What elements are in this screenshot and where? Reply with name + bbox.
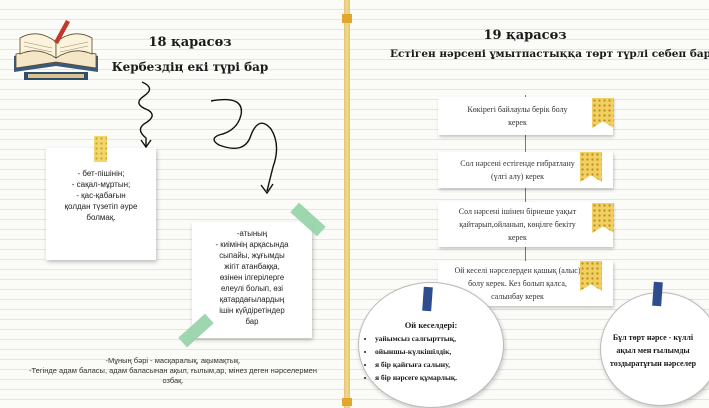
bottom-text-line: -Тегінде адам баласы, адам баласынан ақы…: [29, 366, 317, 375]
note-line: бар: [245, 317, 259, 326]
open-book-icon: [14, 20, 98, 80]
circle-line: ақыл мен ғылымды: [616, 346, 690, 355]
note-line: - қас-қабағын: [76, 191, 126, 200]
list-item: уайымсыз салғырттық,: [375, 332, 503, 345]
note-line: болмақ.: [86, 213, 116, 222]
card-connector-line: [525, 95, 526, 295]
right-page-subtitle: Естіген нәрсені ұмытпастыққа төрт түрлі …: [390, 48, 709, 60]
list-item: я бір қайғыға салыну,: [375, 358, 503, 371]
note-line: елеулі болып, өзі: [220, 284, 284, 293]
reason-card-1: Көкірегі байлаулы берік болу керек: [438, 97, 613, 135]
spine-bookmark-bottom: [342, 398, 352, 406]
summary-circle: Бұл төрт нәрсе - күллі ақыл мен ғылымды …: [600, 292, 709, 406]
bottom-text-line: озбақ.: [162, 376, 184, 385]
note-line: қолдан түзетіп әуре: [64, 202, 138, 211]
spine-bookmark-top: [342, 14, 352, 23]
blue-pin: [652, 281, 663, 307]
note-line: -атының: [236, 229, 268, 238]
note-line: өзінен ілгерілерге: [219, 273, 285, 282]
left-page-title: 18 қарасөз: [148, 35, 232, 50]
note-line: жігіт атанбаққа,: [224, 262, 280, 271]
note-line: сыпайы, жұғымды: [219, 251, 285, 260]
card-line: керек: [508, 233, 527, 242]
card-line: болу керек. Кез болып қалса,: [468, 279, 567, 288]
bottom-text-line: -Мұның бәрі - масқаралық, ақымақтық.: [105, 356, 241, 365]
blue-pin: [422, 286, 433, 312]
note-line: ішін күйдіретіндер: [219, 306, 285, 315]
yellow-flag: [580, 261, 602, 291]
squiggle-arrow-icon: [138, 81, 153, 149]
left-bottom-text: -Мұның бәрі - масқаралық, ақымақтық. -Те…: [6, 356, 340, 386]
card-line: Көкірегі байлаулы берік болу: [467, 105, 568, 114]
circle-heading: Ой кеселдері:: [404, 320, 458, 330]
circle-line: тоздыратұғын нәрселер: [609, 359, 697, 368]
book-spine: [344, 0, 350, 408]
note-line: - бет-пішінін;: [77, 169, 125, 178]
card-line: керек: [508, 118, 527, 127]
reason-card-3: Сол нәрсені ішінен бірнеше уақыт қайтары…: [438, 202, 613, 247]
note-line: қатардағылардың: [219, 295, 285, 304]
card-line: салынбау керек: [491, 292, 544, 301]
spiral-arrow-icon: [210, 98, 278, 195]
list-item: я бір нәрсеге құмарлық.: [375, 371, 503, 384]
card-line: Сол нәрсені естігенде ғибратлану: [460, 159, 575, 168]
sticky-note-first: - бет-пішінін; - сақал-мұртын; - қас-қаб…: [46, 148, 156, 260]
circle-line: Бұл төрт нәрсе - күллі: [612, 333, 694, 342]
card-line: Сол нәрсені ішінен бірнеше уақыт: [458, 207, 577, 216]
left-page-subtitle: Кербездің екі түрі бар: [111, 60, 269, 74]
note-line: - сақал-мұртын;: [71, 180, 131, 189]
card-line: қайтарып,ойланып, көңілге бекіту: [459, 220, 576, 229]
ailments-list: уайымсыз салғырттық, ойыншы-күлкішілдік,…: [359, 332, 503, 384]
yellow-flag: [580, 152, 602, 182]
right-page-title: 19 қарасөз: [483, 28, 567, 43]
note-line: - киімінің арқасында: [215, 240, 289, 249]
card-line: Ой кеселі нәрселерден қашық (алыс): [454, 266, 581, 275]
yellow-flag: [592, 98, 614, 128]
yellow-flag: [592, 203, 614, 233]
list-item: ойыншы-күлкішілдік,: [375, 345, 503, 358]
yellow-tape: [94, 136, 107, 162]
card-line: (үлгі алу) керек: [490, 172, 545, 181]
sticky-note-second: -атының - киімінің арқасында сыпайы, жұғ…: [192, 222, 312, 338]
